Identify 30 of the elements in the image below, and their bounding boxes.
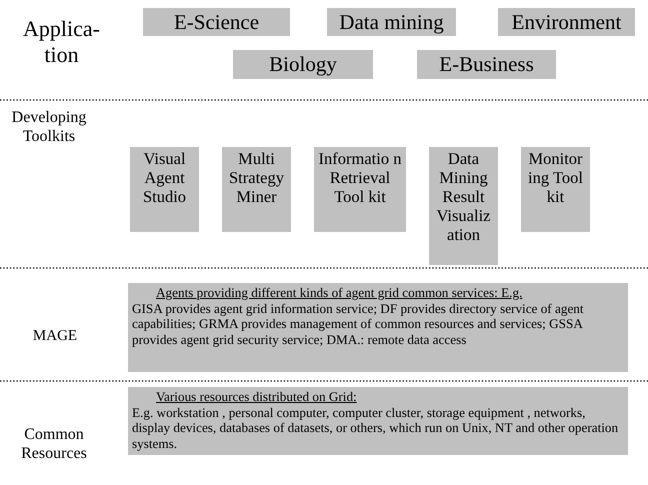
node-label: Data mining (339, 10, 444, 34)
layer-label: Common Resources (20, 425, 88, 464)
node-label: Monitor ing Tool kit (528, 149, 583, 206)
node-label: Visual Agent Studio (142, 149, 186, 206)
node-label: Biology (269, 52, 337, 76)
application-box (498, 8, 635, 36)
node-label: Data Mining Result Visualiz ation (436, 149, 490, 244)
node-label: E-Science (174, 10, 260, 34)
toolkit-box (314, 147, 406, 232)
section-heading: Agents providing different kinds of agent grid common services: E.g. (155, 285, 524, 300)
description-text: E.g. workstation , personal computer, computer cluster, storage equipment , networks, display devices, databases of datasets, or others, which run on Unix, NT and other operation systems. (132, 404, 620, 451)
layer-box (128, 387, 628, 455)
toolkit-box (222, 147, 291, 232)
toolkit-box (429, 147, 498, 265)
layer-box (128, 283, 628, 372)
node-label: E-Business (439, 52, 534, 76)
layer-label: MAGE (32, 327, 78, 345)
application-box (327, 8, 456, 36)
layer-label: Developing Toolkits (10, 108, 88, 146)
application-box (233, 50, 373, 79)
application-box (143, 8, 290, 36)
layer-label: Applica-tion (22, 16, 101, 69)
node-label: Multi Strategy Miner (229, 149, 284, 206)
node-label: Informatio n Retrieval Tool kit (318, 149, 402, 206)
toolkit-box (130, 147, 199, 232)
application-box (417, 50, 556, 79)
node-label: Environment (512, 10, 622, 34)
description-text: GISA provides agent grid information service; DF provides directory service of agent capabilities; GRMA provides management of common resources and services; GSSA provides agent grid security service; DMA.: remote data access (132, 300, 585, 347)
toolkit-box (521, 147, 590, 232)
section-heading: Various resources distributed on Grid: (155, 389, 358, 404)
